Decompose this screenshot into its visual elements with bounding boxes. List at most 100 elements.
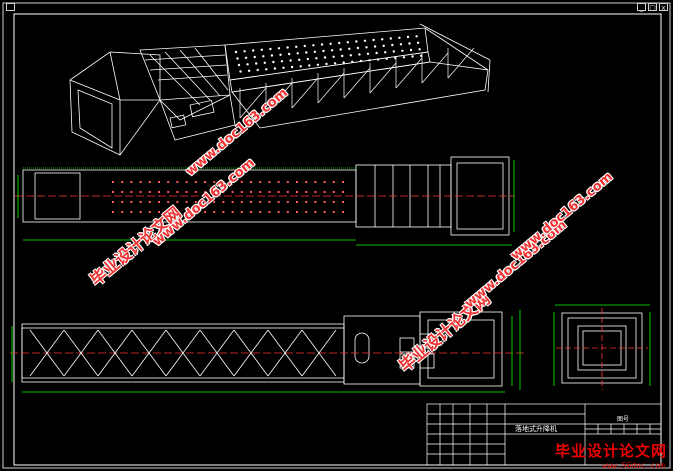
- close-button[interactable]: x: [659, 3, 668, 12]
- perforation-hole: [365, 46, 368, 49]
- plan-hole: [259, 181, 262, 183]
- drawing-tab-icon[interactable]: [6, 3, 15, 11]
- perforation-hole: [305, 51, 308, 54]
- truss-diagonal: [447, 47, 475, 79]
- drawing-title: 落地式升降机: [515, 425, 557, 433]
- plan-hole: [139, 181, 142, 183]
- plan-hole: [305, 201, 308, 203]
- plan-hole: [305, 211, 308, 213]
- plan-hole: [250, 201, 252, 203]
- perforation-hole: [247, 69, 251, 73]
- isometric-view: [69, 23, 491, 156]
- maximize-button[interactable]: □: [648, 3, 657, 12]
- perforation-hole: [375, 51, 378, 55]
- perforation-hole: [385, 57, 388, 60]
- plan-hole: [185, 201, 188, 203]
- perforation-hole: [418, 48, 421, 51]
- plan-hole: [240, 211, 243, 213]
- plan-hole: [231, 211, 234, 213]
- perforation-hole: [332, 55, 335, 58]
- perforation-hole: [368, 59, 371, 62]
- perforation-hole: [406, 35, 410, 39]
- plan-hole: [332, 211, 335, 213]
- plan-hole: [240, 181, 243, 183]
- plan-hole: [305, 181, 308, 183]
- plan-hole: [323, 181, 326, 183]
- perforation-hole: [323, 56, 327, 59]
- perforation-hole: [384, 51, 387, 54]
- perforation-hole: [239, 70, 242, 73]
- plan-hole: [323, 201, 326, 203]
- perforation-hole: [234, 50, 238, 54]
- plan-hole: [112, 191, 114, 193]
- plan-hole: [213, 191, 216, 193]
- perforation-hole: [373, 45, 377, 48]
- perforation-hole: [313, 50, 317, 53]
- truss-diagonal: [317, 72, 345, 104]
- plan-hole: [176, 201, 179, 203]
- plan-hole: [139, 191, 142, 193]
- plan-hole: [139, 201, 142, 203]
- plan-hole: [167, 181, 170, 183]
- plan-hole: [332, 181, 335, 183]
- perforation-hole: [341, 54, 344, 58]
- plan-hole: [139, 211, 142, 213]
- plan-hole: [231, 201, 234, 203]
- plan-hole: [259, 191, 262, 193]
- plan-hole: [277, 181, 280, 183]
- minimize-button[interactable]: _: [637, 3, 646, 12]
- perforation-hole: [312, 44, 315, 47]
- plan-hole: [277, 191, 280, 193]
- plan-hole: [167, 191, 170, 193]
- plan-view: [15, 156, 515, 246]
- plan-hole: [314, 201, 317, 203]
- perforation-hole: [295, 45, 298, 48]
- plan-hole: [277, 211, 280, 213]
- perforation-hole: [298, 58, 301, 61]
- truss-diagonal: [421, 52, 449, 84]
- perforation-hole: [282, 66, 285, 70]
- perforation-hole: [402, 56, 406, 59]
- plan-hole: [268, 191, 271, 193]
- perforation-hole: [415, 35, 418, 38]
- perforation-hole: [366, 52, 370, 55]
- perforation-hole: [349, 54, 352, 57]
- plan-hole: [204, 201, 206, 203]
- plan-hole: [231, 191, 234, 193]
- plan-hole: [286, 181, 289, 183]
- perforation-hole: [339, 48, 342, 51]
- plan-hole: [121, 201, 124, 203]
- truss-diagonal: [369, 62, 397, 94]
- truss-diagonal: [343, 67, 371, 99]
- plan-hole: [222, 211, 225, 213]
- elevation-truss: [29, 329, 337, 377]
- perforation-hole: [355, 40, 358, 43]
- perforation-hole: [363, 39, 367, 42]
- perforation-hole: [255, 62, 258, 65]
- truss-diagonal: [165, 329, 201, 377]
- site-logo-url: www.56doc.com: [602, 461, 665, 470]
- plan-hole: [213, 211, 216, 213]
- perforation-hole: [372, 38, 375, 42]
- perforation-hole: [280, 60, 284, 63]
- perforation-hole: [358, 53, 361, 56]
- truss-diagonal: [301, 329, 337, 377]
- plan-hole: [204, 211, 206, 213]
- plan-hole: [194, 181, 197, 183]
- perforation-hole: [243, 50, 246, 53]
- perforation-hole: [389, 37, 392, 40]
- plan-hole: [231, 181, 234, 183]
- perforation-hole: [296, 52, 299, 55]
- plan-hole: [250, 211, 252, 213]
- truss-diagonal: [131, 329, 167, 377]
- perforation-hole: [322, 49, 325, 53]
- perforation-hole: [416, 41, 420, 44]
- perforation-hole: [356, 46, 360, 50]
- elevation-view: [10, 310, 525, 393]
- plan-hole: [268, 201, 271, 203]
- plan-hole: [112, 181, 114, 183]
- perforation-hole: [409, 48, 413, 52]
- plan-hole: [185, 191, 188, 193]
